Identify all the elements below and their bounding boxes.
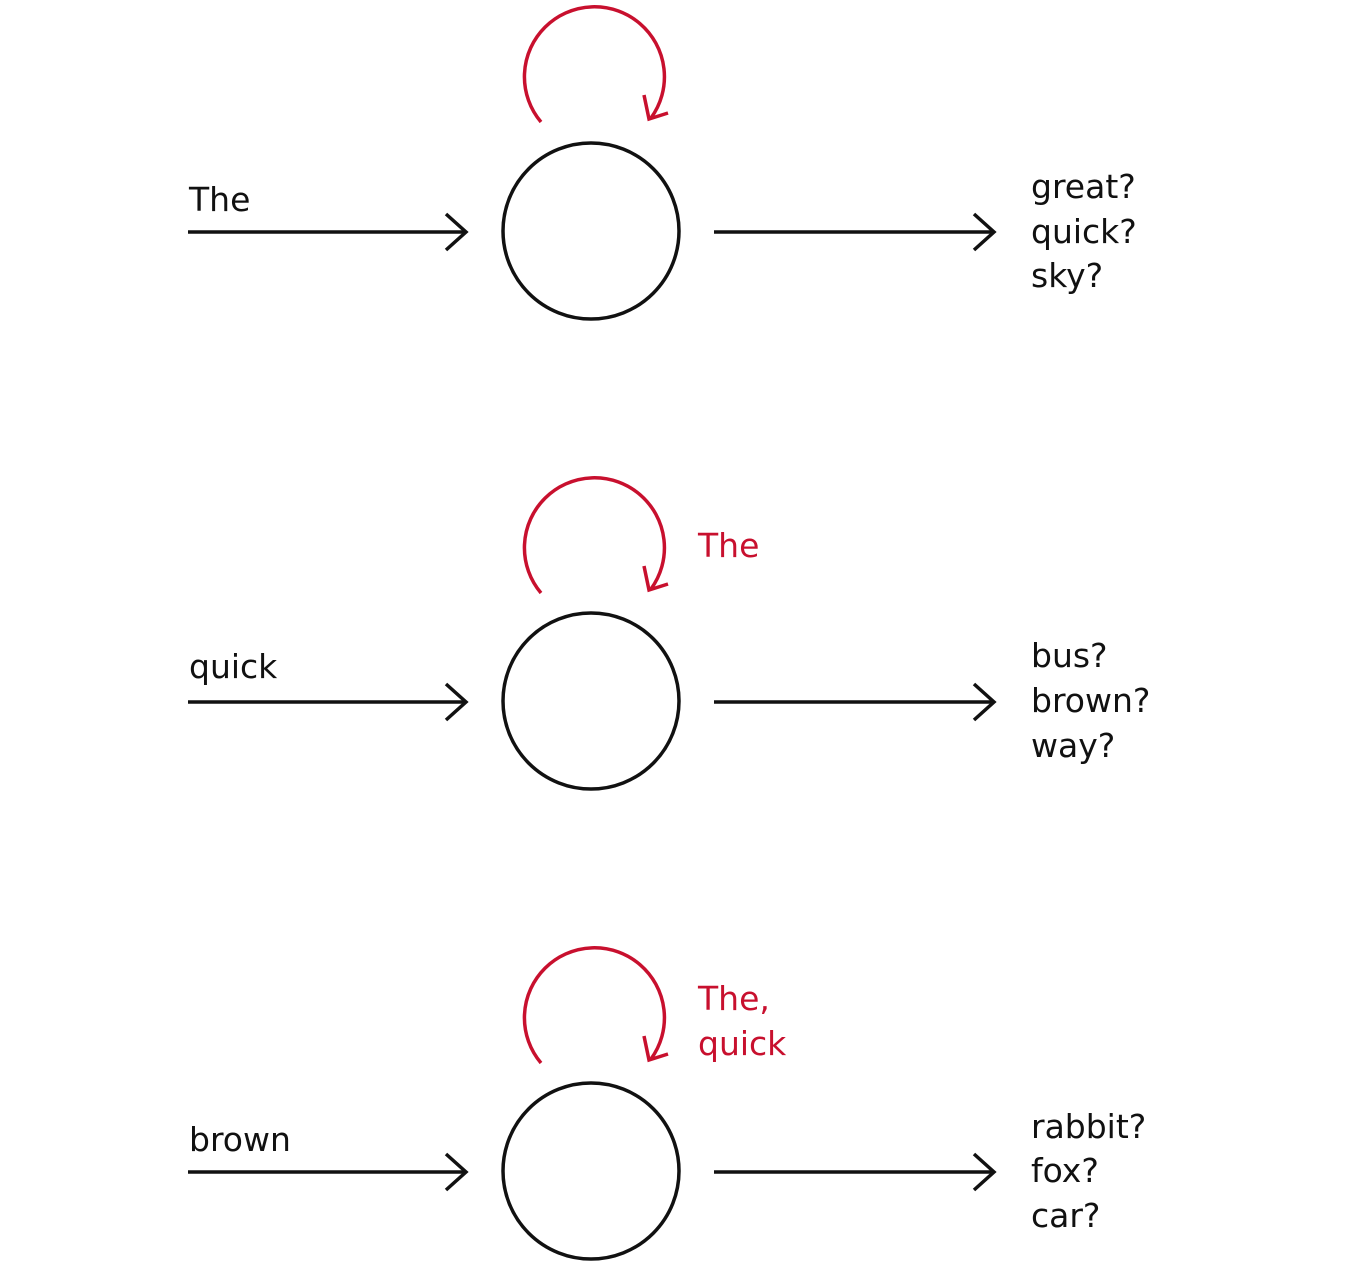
memory-label: The xyxy=(697,526,759,565)
memory-label: The, quick xyxy=(697,979,787,1063)
memory-word: The, xyxy=(697,979,770,1018)
input-word: brown xyxy=(189,1120,291,1159)
prediction-word: sky? xyxy=(1031,256,1103,295)
input-arrow xyxy=(188,212,469,252)
prediction-word: bus? xyxy=(1031,636,1108,675)
recurrent-loop-arrow xyxy=(522,946,669,1065)
prediction-word: fox? xyxy=(1031,1151,1099,1190)
input-word: The xyxy=(188,180,250,219)
prediction-word: great? xyxy=(1031,167,1136,206)
prediction-word: car? xyxy=(1031,1196,1100,1235)
step-1: The great? quick? sky? xyxy=(188,5,1137,321)
step-3: brown The, quick rabbit? fox? car? xyxy=(188,946,1146,1261)
input-arrow xyxy=(188,1152,469,1192)
hidden-state-node xyxy=(501,611,681,791)
output-arrow xyxy=(714,682,997,722)
prediction-word: way? xyxy=(1031,726,1115,765)
prediction-list: great? quick? sky? xyxy=(1031,167,1137,295)
memory-word: The xyxy=(697,526,759,565)
recurrent-loop-arrow xyxy=(522,5,669,124)
prediction-word: brown? xyxy=(1031,681,1150,720)
step-2: quick The bus? brown? way? xyxy=(188,476,1150,791)
hidden-state-node xyxy=(501,1081,681,1261)
memory-word: quick xyxy=(698,1024,787,1063)
output-arrow xyxy=(714,212,997,252)
prediction-list: rabbit? fox? car? xyxy=(1031,1107,1146,1235)
prediction-list: bus? brown? way? xyxy=(1031,636,1150,765)
prediction-word: rabbit? xyxy=(1031,1107,1146,1146)
hidden-state-node xyxy=(501,141,681,321)
prediction-word: quick? xyxy=(1031,212,1137,251)
recurrent-loop-arrow xyxy=(522,476,669,595)
output-arrow xyxy=(714,1152,997,1192)
input-word: quick xyxy=(189,647,278,686)
input-arrow xyxy=(188,682,469,722)
